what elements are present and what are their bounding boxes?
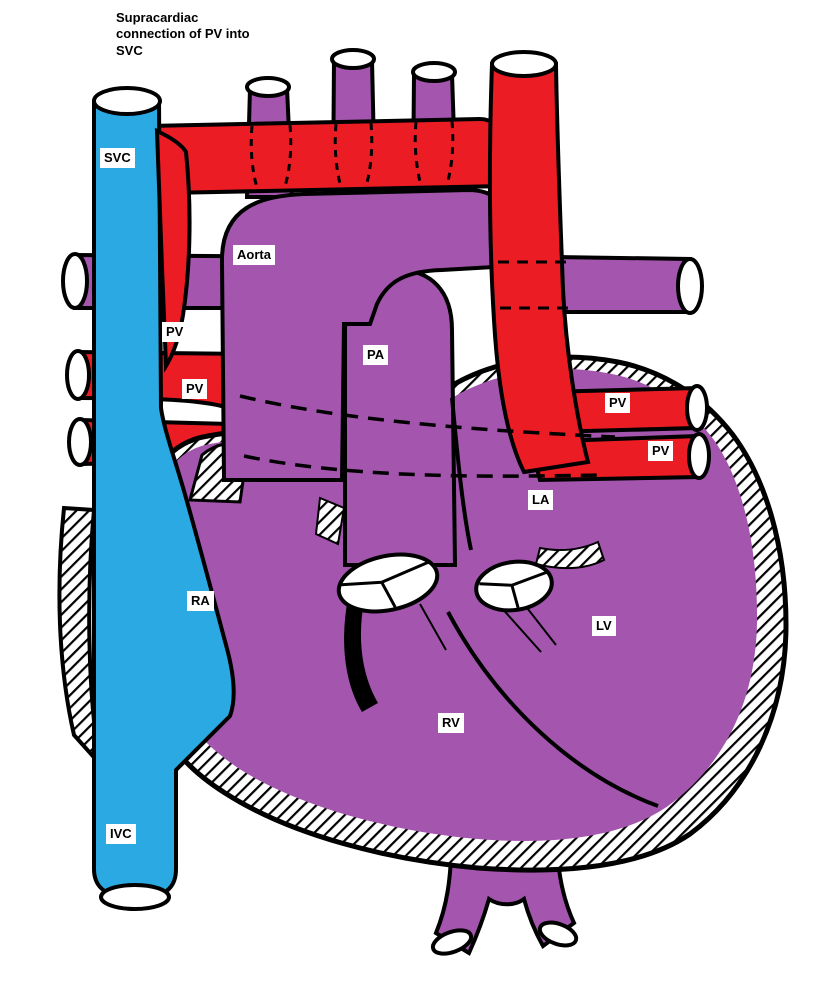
left-pulmonary-artery-tube [553,254,704,315]
label-svc: SVC [100,148,135,169]
innominate-vein-band [145,116,507,196]
label-pv-right-lower: PV [648,441,674,462]
la-floor-hatch-sliver [534,540,606,570]
label-pv-left-lower: PV [182,379,208,400]
label-ivc: IVC [106,824,136,845]
label-pa: PA [363,345,389,366]
label-aorta: Aorta [233,245,275,266]
interventricular-septum-line [446,611,659,808]
svc-ivc-vessel [92,86,236,911]
semilunar-valve [336,552,440,614]
atrium-hatch-sliver [314,496,346,546]
la-left-wall-line [450,397,473,551]
label-rv: RV [438,713,464,734]
label-pv-left-upper: PV [162,322,188,343]
vertical-vein [487,50,591,475]
septal-band [344,598,378,712]
label-pv-right-upper: PV [605,393,631,414]
heart-body [146,354,789,873]
label-ra: RA [187,591,214,612]
label-lv: LV [592,616,616,637]
heart-internal-details [314,397,659,808]
mitral-valve [474,559,554,613]
pv-to-svc-connection [154,127,192,373]
label-la: LA [528,490,554,511]
hidden-edge-dashes [239,120,616,478]
figure-title: Supracardiac connection of PV into SVC [116,10,250,58]
chordae-lines [419,603,557,653]
